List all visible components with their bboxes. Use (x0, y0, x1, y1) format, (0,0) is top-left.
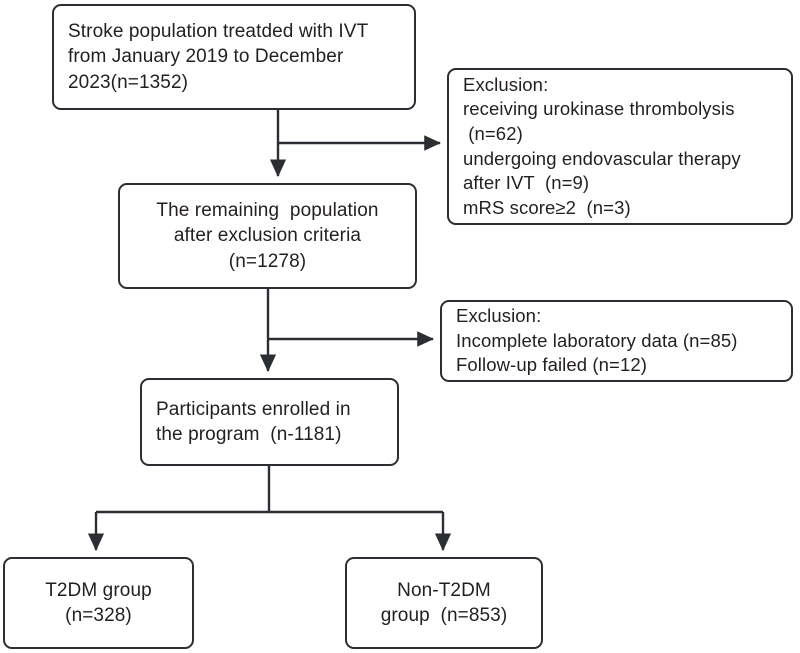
node-non-t2dm-group-text: Non-T2DM group (n=853) (380, 579, 508, 626)
node-participants-enrolled-text: Participants enrolled in the program (n-… (156, 398, 351, 445)
node-participants-enrolled: Participants enrolled in the program (n-… (140, 378, 399, 466)
node-remaining-population-text: The remaining population after exclusion… (156, 200, 379, 272)
node-exclusion-criteria-2: Exclusion: Incomplete laboratory data (n… (440, 300, 793, 382)
node-remaining-population: The remaining population after exclusion… (118, 183, 417, 289)
node-exclusion-criteria-1: Exclusion: receiving urokinase thromboly… (447, 68, 793, 225)
node-enrollment-population: Stroke population treatded with IVT from… (52, 4, 416, 110)
node-non-t2dm-group: Non-T2DM group (n=853) (345, 557, 543, 649)
node-t2dm-group-text: T2DM group (n=328) (45, 579, 152, 626)
node-exclusion-criteria-2-text: Exclusion: Incomplete laboratory data (n… (456, 305, 738, 376)
node-enrollment-population-text: Stroke population treatded with IVT from… (68, 21, 369, 93)
node-t2dm-group: T2DM group (n=328) (3, 557, 194, 649)
node-exclusion-criteria-1-text: Exclusion: receiving urokinase thromboly… (463, 73, 741, 218)
